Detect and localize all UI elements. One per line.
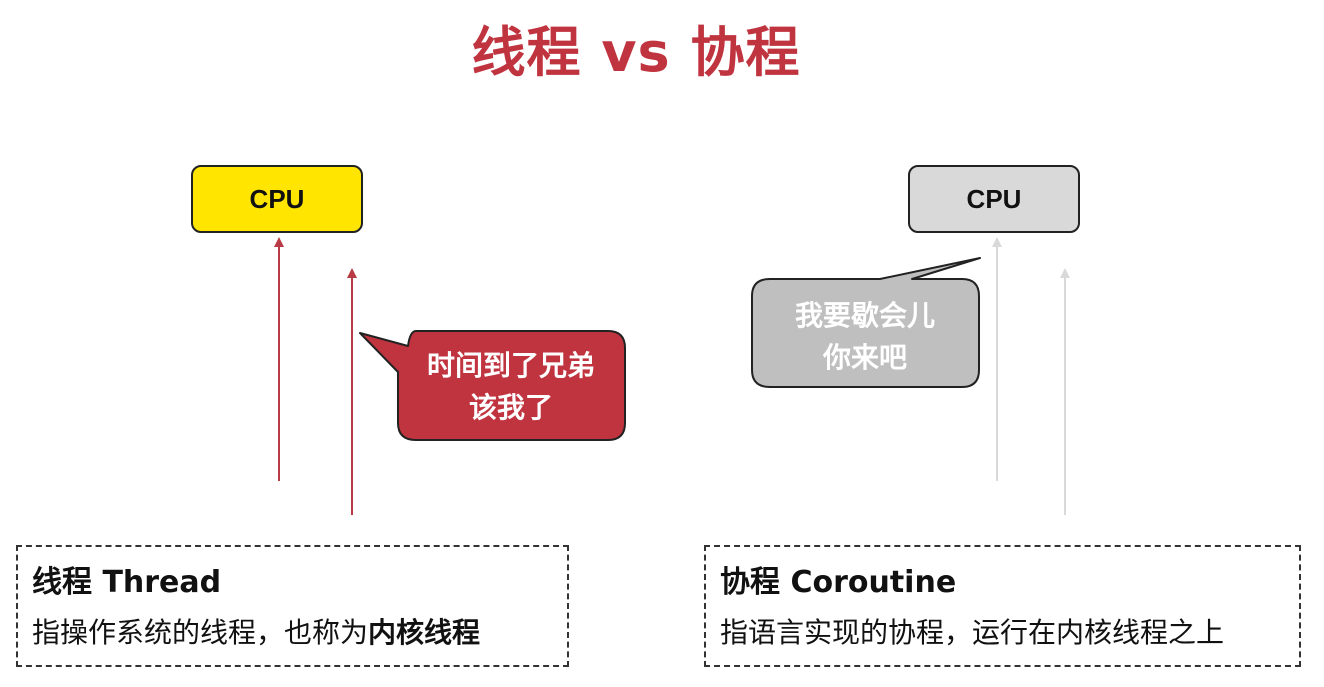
thread-bubble-line-1: 时间到了兄弟 (426, 349, 595, 382)
thread-info-box: 线程 Thread 指操作系统的线程，也称为内核线程 (16, 545, 569, 667)
coroutine-bubble-text: 我要歇会儿 你来吧 (752, 295, 978, 379)
thread-bubble-line-2: 该我了 (468, 391, 553, 424)
slide-title: 线程 vs 协程 (471, 21, 801, 84)
thread-heading: 线程 Thread (32, 565, 222, 600)
thread-cpu-label: CPU (249, 183, 305, 214)
thread-bubble-text: 时间到了兄弟 该我了 (398, 345, 624, 429)
coroutine-bubble-line-2: 你来吧 (822, 341, 907, 374)
coroutine-cpu-label: CPU (966, 183, 1022, 214)
coroutine-bubble-line-1: 我要歇会儿 (794, 299, 935, 332)
coroutine-info-box: 协程 Coroutine 指语言实现的协程，运行在内核线程之上 (704, 545, 1301, 667)
thread-description-emphasis: 内核线程 (368, 616, 481, 649)
coroutine-description: 指语言实现的协程，运行在内核线程之上 (720, 616, 1225, 649)
coroutine-heading: 协程 Coroutine (720, 565, 957, 600)
thread-cpu-box: CPU (191, 165, 363, 233)
thread-description-text: 指操作系统的线程，也称为 (32, 616, 369, 649)
coroutine-cpu-box: CPU (908, 165, 1080, 233)
thread-description: 指操作系统的线程，也称为内核线程 (32, 613, 555, 653)
